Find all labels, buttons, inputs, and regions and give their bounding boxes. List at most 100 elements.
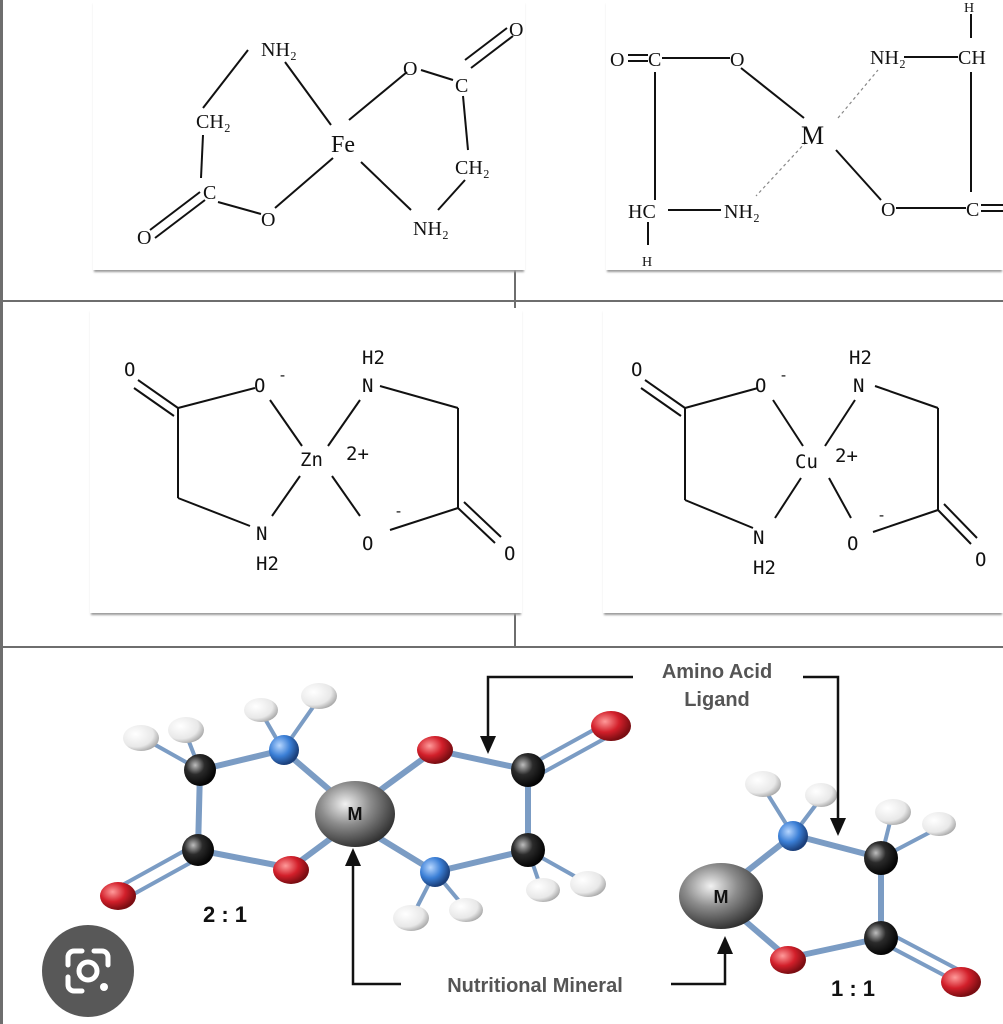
nh2-bottom-label: NH₂ bbox=[413, 218, 449, 240]
hydrogen-atom bbox=[301, 683, 337, 709]
grid-divider-middle bbox=[0, 646, 1003, 648]
carbon-atom bbox=[182, 834, 214, 866]
ligand-label-line2: Ligand bbox=[684, 689, 750, 711]
carbon-atom bbox=[864, 841, 898, 875]
n-bottom-label: N bbox=[256, 523, 267, 545]
nh2-top-label: NH₂ bbox=[870, 47, 906, 69]
minus-sign-top: - bbox=[278, 366, 287, 384]
o-carbonyl-label: O bbox=[610, 49, 624, 71]
complex-1-1-atoms: M bbox=[679, 771, 981, 997]
metal-label-1-1: M bbox=[714, 887, 729, 907]
fe-metal-label: Fe bbox=[331, 132, 355, 158]
bond bbox=[269, 399, 303, 447]
bond bbox=[828, 477, 852, 519]
carbon-atom bbox=[184, 754, 216, 786]
bond bbox=[177, 387, 256, 409]
zn-charge-label: 2+ bbox=[346, 443, 369, 465]
bond bbox=[470, 35, 514, 69]
bond bbox=[200, 134, 204, 179]
ch2-right-label: CH₂ bbox=[455, 157, 490, 179]
hydrogen-atom bbox=[244, 698, 278, 722]
oxygen-atom bbox=[591, 711, 631, 741]
nh2-top-label: NH₂ bbox=[261, 39, 297, 61]
complex-2-1-atoms: M bbox=[100, 683, 631, 931]
hydrogen-atom bbox=[805, 783, 837, 807]
panel-cu-structure[interactable]: O O - H2 N Cu 2+ N H2 O - O bbox=[603, 308, 1003, 613]
h-bottom-label: H bbox=[642, 255, 652, 270]
panel-m-structure[interactable]: O C O M NH₂ CH H HC NH₂ H O C bbox=[606, 0, 1003, 270]
bond bbox=[274, 157, 334, 209]
o-minus-top-label: O bbox=[755, 375, 766, 397]
nitrogen-atom bbox=[420, 857, 450, 887]
panel-fe-structure[interactable]: NH₂ CH₂ C O O Fe O C O CH₂ NH₂ bbox=[93, 0, 525, 270]
bond bbox=[437, 179, 466, 211]
grid-border-left bbox=[0, 0, 3, 1024]
metal-atom-2-1 bbox=[315, 781, 395, 847]
ratio-2-1-label: 2 : 1 bbox=[203, 902, 247, 927]
ratio-1-1-label: 1 : 1 bbox=[831, 976, 875, 1001]
ball-model-diagram: M M bbox=[100, 661, 981, 1001]
arrow-head bbox=[345, 848, 361, 866]
carbon-atom bbox=[864, 921, 898, 955]
coordinate-bond-dashed bbox=[755, 141, 807, 197]
o-minus-top-label: O bbox=[254, 375, 265, 397]
bond bbox=[943, 503, 978, 539]
zn-metal-label: Zn bbox=[300, 449, 323, 471]
bond bbox=[133, 387, 175, 417]
bond bbox=[348, 71, 408, 121]
metal-label-2-1: M bbox=[348, 804, 363, 824]
hydrogen-atom bbox=[449, 898, 483, 922]
bond bbox=[684, 387, 759, 409]
bond bbox=[379, 385, 459, 409]
h2-bottom-label: H2 bbox=[753, 557, 776, 579]
google-lens-button[interactable] bbox=[42, 925, 134, 1017]
c-right-label: C bbox=[966, 199, 979, 221]
h2-bottom-label: H2 bbox=[256, 553, 279, 575]
bond bbox=[937, 509, 972, 545]
panel-ball-model[interactable]: M M bbox=[3, 650, 1003, 1024]
bond bbox=[740, 67, 805, 119]
o-ring-left-label: O bbox=[261, 209, 275, 231]
h2-top-label: H2 bbox=[849, 347, 872, 369]
o-carbonyl-left-label: O bbox=[631, 359, 642, 381]
bond bbox=[177, 497, 251, 527]
coordinate-bond-dashed bbox=[837, 69, 879, 119]
o-carbonyl-right-label: O bbox=[975, 549, 986, 571]
hydrogen-atom bbox=[168, 717, 204, 743]
google-lens-icon bbox=[65, 948, 111, 994]
grid-divider-top bbox=[0, 300, 1003, 302]
h2-top-label: H2 bbox=[362, 347, 385, 369]
hc-bottom-label: HC bbox=[628, 201, 656, 223]
bond bbox=[874, 385, 939, 409]
nh2-bottom-label: NH₂ bbox=[724, 201, 760, 223]
panel-zn-structure[interactable]: O O - H2 N Zn 2+ N H2 O - O bbox=[90, 308, 522, 613]
m-metal-label: M bbox=[801, 121, 824, 150]
bond bbox=[331, 475, 361, 517]
bond bbox=[872, 509, 939, 533]
bond bbox=[360, 161, 412, 211]
bond bbox=[284, 61, 332, 126]
o-carbonyl-left-label: O bbox=[124, 359, 135, 381]
hydrogen-atom bbox=[875, 799, 911, 825]
n-top-label: N bbox=[853, 375, 864, 397]
oxygen-atom bbox=[100, 882, 136, 910]
ligand-label-line1: Amino Acid bbox=[662, 661, 772, 683]
cu-structure-diagram: O O - H2 N Cu 2+ N H2 O - O bbox=[631, 347, 986, 579]
bond bbox=[462, 95, 469, 151]
c-right-label: C bbox=[455, 75, 468, 97]
n-top-label: N bbox=[362, 375, 373, 397]
bond bbox=[149, 191, 201, 231]
hydrogen-atom bbox=[393, 905, 429, 931]
bond bbox=[774, 477, 802, 519]
minus-sign-bottom: - bbox=[877, 506, 886, 524]
o-minus-bottom-label: O bbox=[362, 533, 373, 555]
o-carbonyl-right-label: O bbox=[504, 543, 515, 565]
hydrogen-atom bbox=[922, 812, 956, 836]
o-minus-bottom-label: O bbox=[847, 533, 858, 555]
minus-sign-bottom: - bbox=[394, 502, 403, 520]
nitrogen-atom bbox=[269, 735, 299, 765]
oxygen-atom bbox=[941, 967, 981, 997]
o-ring-right-label: O bbox=[403, 58, 417, 80]
hydrogen-atom bbox=[570, 871, 606, 897]
bond bbox=[640, 387, 682, 417]
